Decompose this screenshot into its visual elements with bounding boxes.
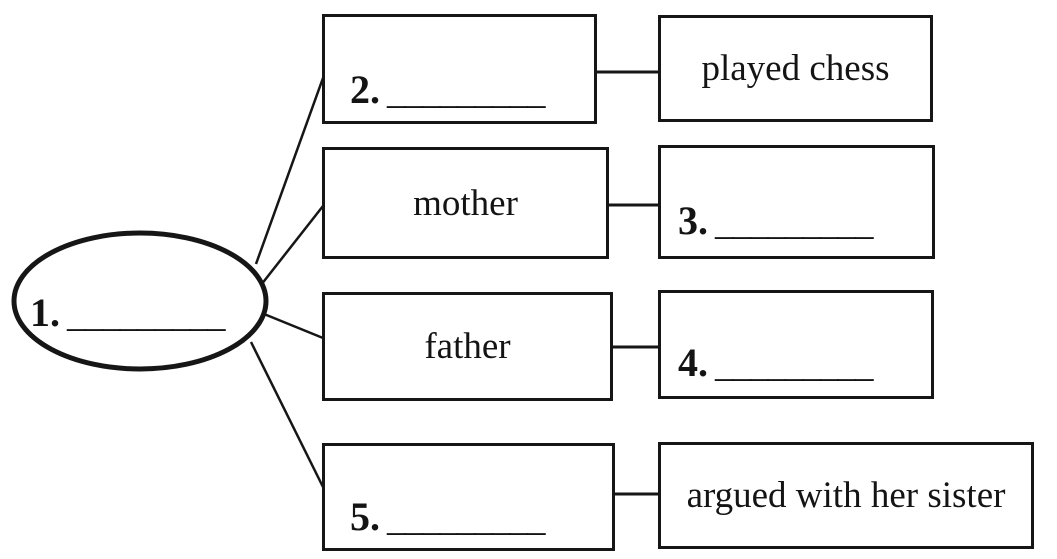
- node-box-mother: mother: [322, 147, 609, 259]
- node-box-4-number: 4.: [678, 340, 708, 386]
- branch-line-row3: [263, 312, 324, 340]
- node-box-4-blank-line: _________: [715, 344, 873, 386]
- node-box-argued-label: argued with her sister: [686, 475, 1006, 516]
- node-box-5-label: 5._________: [350, 495, 545, 540]
- node-box-played-chess-label: played chess: [701, 48, 890, 89]
- node-box-3-label: 3._________: [678, 199, 873, 244]
- node-box-3-blank-line: _________: [715, 202, 873, 244]
- node-box-argued-with-her-sister: argued with her sister: [658, 442, 1034, 549]
- node-box-5-blank-line: _________: [387, 498, 545, 540]
- node-box-5: 5._________: [322, 443, 615, 551]
- node-box-played-chess: played chess: [658, 15, 933, 122]
- node-box-mother-label: mother: [413, 182, 518, 224]
- branch-line-row1: [254, 77, 325, 265]
- node-box-father: father: [322, 292, 613, 401]
- node-box-4: 4._________: [658, 290, 934, 399]
- branch-line-row2: [260, 205, 324, 286]
- center-node-label: 1._________: [30, 291, 225, 336]
- node-box-father-label: father: [424, 326, 511, 367]
- node-box-3: 3._________: [658, 145, 935, 259]
- node-box-5-number: 5.: [350, 494, 380, 540]
- center-ellipse: [11, 230, 269, 372]
- node-box-2: 2._________: [322, 14, 597, 124]
- node-box-2-label: 2._________: [350, 68, 545, 113]
- node-box-2-number: 2.: [350, 67, 380, 113]
- branch-line-row4: [249, 341, 325, 488]
- center-node-number: 1.: [30, 290, 60, 335]
- node-box-4-label: 4._________: [678, 341, 873, 386]
- center-node-blank-line: _________: [67, 294, 225, 335]
- node-box-3-number: 3.: [678, 198, 708, 244]
- node-box-2-blank-line: _________: [387, 71, 545, 113]
